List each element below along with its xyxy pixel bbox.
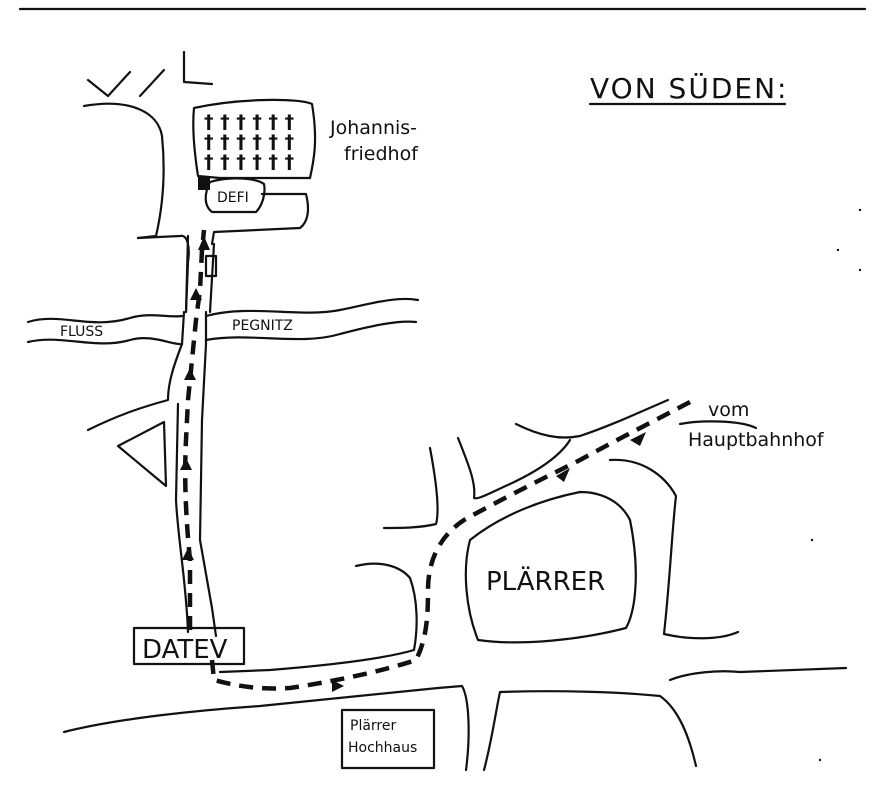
river-pegnitz: FLUSS PEGNITZ <box>26 297 420 346</box>
station-label-line1: vom <box>708 399 749 421</box>
plaerrer-label: PLÄRRER <box>486 565 605 597</box>
destination-building: DEFI <box>198 176 310 246</box>
cemetery-label-line2: friedhof <box>344 143 419 165</box>
route-arrows <box>180 236 646 692</box>
river-label-fluss: FLUSS <box>60 324 103 340</box>
main-road <box>86 234 218 638</box>
tower-label-line2: Hochhaus <box>348 740 417 756</box>
bridge <box>180 310 208 346</box>
svg-text:† † † † † †: † † † † † † <box>204 111 294 133</box>
cemetery-label-line1: Johannis- <box>329 117 417 139</box>
north-roads <box>82 50 214 314</box>
cemetery-block: † † † † † † † † † † † † † † † † † † Joha… <box>192 98 419 180</box>
station-label: vom Hauptbahnhof <box>688 399 825 451</box>
scan-marks <box>810 208 862 762</box>
plaerrer-roads <box>62 398 848 772</box>
datev-building: DATEV <box>132 626 246 666</box>
small-building <box>204 254 218 278</box>
cemetery-crosses: † † † † † † † † † † † † † † † † † † <box>204 111 294 173</box>
svg-text:† † † † † †: † † † † † † <box>204 151 294 173</box>
traffic-island <box>116 420 168 488</box>
datev-label: DATEV <box>142 635 228 665</box>
tower-building: Plärrer Hochhaus <box>340 708 436 770</box>
river-label-pegnitz: PEGNITZ <box>232 318 293 334</box>
svg-text:† † † † † †: † † † † † † <box>204 131 294 153</box>
tower-label-line1: Plärrer <box>350 718 396 734</box>
title: VON SÜDEN: <box>588 71 788 106</box>
title-text: VON SÜDEN: <box>590 71 788 105</box>
station-label-line2: Hauptbahnhof <box>688 429 825 451</box>
plaerrer-square: PLÄRRER <box>464 490 637 644</box>
route-line <box>182 229 692 691</box>
destination-label: DEFI <box>217 190 249 206</box>
